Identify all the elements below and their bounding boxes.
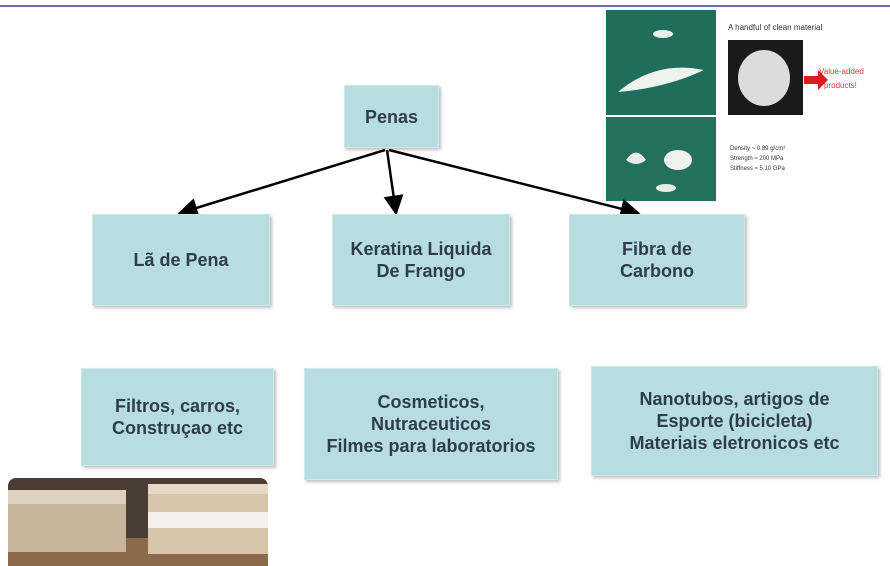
svg-text:Value-added: Value-added <box>819 67 864 76</box>
svg-text:products!: products! <box>824 81 857 90</box>
arrow-to-la-de-pena <box>177 148 386 218</box>
svg-text:Density ~ 0.89 g/cm³: Density ~ 0.89 g/cm³ <box>730 146 785 152</box>
wool-blocks-photo <box>8 478 268 566</box>
top-rule <box>0 5 890 7</box>
svg-text:Stiffness ≈ 5.10 GPa: Stiffness ≈ 5.10 GPa <box>730 166 786 172</box>
node-fibra-carbono: Fibra de Carbono <box>569 214 745 306</box>
feather-photo: A handful of clean material Value-added … <box>606 10 874 201</box>
node-cosmeticos: Cosmeticos, Nutraceuticos Filmes para la… <box>304 368 558 480</box>
node-penas: Penas <box>344 85 439 148</box>
feather-wool-photo <box>8 478 268 566</box>
node-nanotubos: Nanotubos, artigos de Esporte (bicicleta… <box>591 366 878 476</box>
node-la-de-pena: Lã de Pena <box>92 214 270 306</box>
feather-photo-panel: A handful of clean material Value-added … <box>606 10 874 201</box>
svg-text:Strength ≈ 200 MPa: Strength ≈ 200 MPa <box>730 156 784 162</box>
svg-text:A handful of clean material: A handful of clean material <box>728 23 823 32</box>
node-filtros: Filtros, carros, Construçao etc <box>81 368 274 466</box>
arrow-to-fibra <box>388 148 641 219</box>
node-keratina: Keratina Liquida De Frango <box>332 214 510 306</box>
arrow-to-keratina <box>383 149 404 216</box>
